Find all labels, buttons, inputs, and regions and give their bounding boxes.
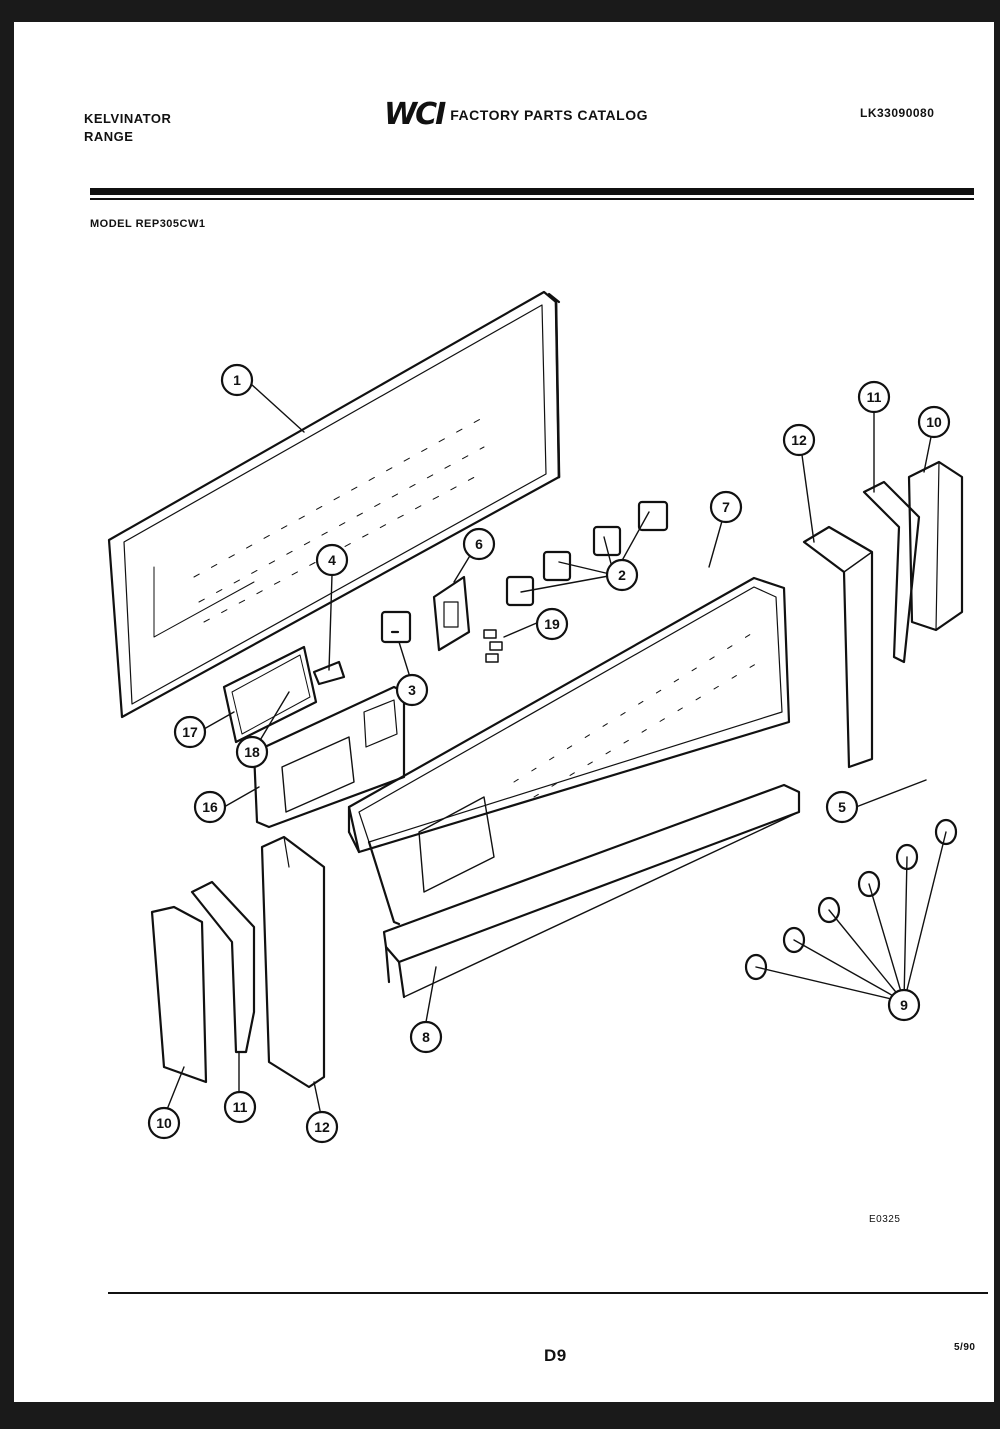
revision-date: 5/90	[954, 1342, 976, 1353]
part-end-trim-right-10	[907, 460, 964, 632]
part-end-bracket-left-11	[190, 880, 256, 1054]
header-rule-thin	[90, 198, 974, 200]
callout-3: 3	[395, 673, 429, 707]
page-number: D9	[544, 1346, 567, 1365]
svg-text:11: 11	[867, 389, 882, 405]
callout-6: 6	[462, 527, 496, 561]
svg-text:3: 3	[408, 682, 416, 698]
part-end-bracket-right-11	[862, 480, 921, 664]
part-end-cap-left-12	[260, 835, 326, 1089]
callout-labels: 1 4 6 19 3 2 7 12 11 10 5 9 8 17 18 16 1…	[14, 22, 951, 1144]
part-control-panel	[347, 576, 791, 926]
part-trim-strip	[382, 783, 801, 999]
part-clock-housing	[222, 645, 406, 829]
footer-rule	[108, 1292, 988, 1294]
callout-16: 16	[193, 790, 227, 824]
svg-text:5: 5	[838, 799, 846, 815]
part-end-trim-left-10	[150, 905, 208, 1084]
part-bracket	[312, 660, 346, 686]
leader-lines	[163, 383, 947, 1121]
callout-19: 19	[535, 607, 569, 641]
svg-text:4: 4	[328, 552, 336, 568]
callout-2: 2	[605, 558, 639, 592]
brand-block: KELVINATOR RANGE	[84, 110, 171, 146]
callout-9: 9	[887, 988, 921, 1022]
callout-12-right: 12	[782, 423, 816, 457]
svg-text:8: 8	[422, 1029, 430, 1045]
svg-text:17: 17	[182, 724, 198, 740]
svg-text:11: 11	[233, 1099, 248, 1115]
svg-text:10: 10	[926, 414, 942, 430]
part-infinite-switches	[505, 500, 669, 607]
callout-12-left: 12	[305, 1110, 339, 1144]
catalog-sheet: KELVINATOR RANGE WCI FACTORY PARTS CATAL…	[14, 22, 994, 1402]
svg-text:12: 12	[314, 1119, 330, 1135]
callout-11-right: 11	[857, 380, 891, 414]
exploded-parts-diagram: 1 4 6 19 3 2 7 12 11 10 5 9 8 17 18 16 1…	[14, 22, 964, 1144]
svg-text:18: 18	[244, 744, 260, 760]
callout-10-left: 10	[147, 1106, 181, 1140]
part-push-switch	[432, 575, 471, 652]
header-rule	[90, 188, 974, 195]
callout-17: 17	[173, 715, 207, 749]
svg-text:6: 6	[475, 536, 483, 552]
part-end-cap-right-12	[802, 525, 874, 769]
callout-7: 7	[709, 490, 743, 524]
catalog-title: WCI FACTORY PARTS CATALOG	[384, 100, 648, 130]
callout-18: 18	[235, 735, 269, 769]
callout-1: 1	[220, 363, 254, 397]
callout-10-right: 10	[917, 405, 951, 439]
svg-text:1: 1	[233, 372, 241, 388]
model-number: MODEL REP305CW1	[90, 218, 206, 230]
part-switch	[380, 610, 412, 644]
svg-text:15: 15	[14, 22, 30, 25]
callout-5: 5	[825, 790, 859, 824]
svg-text:9: 9	[900, 997, 908, 1013]
product-type: RANGE	[84, 129, 134, 144]
figure-code: E0325	[869, 1214, 901, 1225]
svg-text:19: 19	[544, 616, 560, 632]
catalog-title-text: FACTORY PARTS CATALOG	[450, 107, 648, 123]
wci-logo: WCI	[384, 97, 446, 132]
callout-8: 8	[409, 1020, 443, 1054]
part-indicator-lights	[483, 629, 503, 663]
catalog-code: LK33090080	[860, 106, 935, 120]
callout-4: 4	[315, 543, 349, 577]
callout-11-left: 11	[223, 1090, 257, 1124]
svg-text:7: 7	[722, 499, 730, 515]
callout-15: 15	[14, 22, 30, 25]
svg-text:2: 2	[618, 567, 626, 583]
svg-text:16: 16	[202, 799, 218, 815]
brand-name: KELVINATOR	[84, 111, 172, 126]
svg-text:12: 12	[791, 432, 807, 448]
part-back-panel	[107, 290, 561, 719]
svg-text:10: 10	[156, 1115, 172, 1131]
part-knobs	[744, 818, 958, 981]
